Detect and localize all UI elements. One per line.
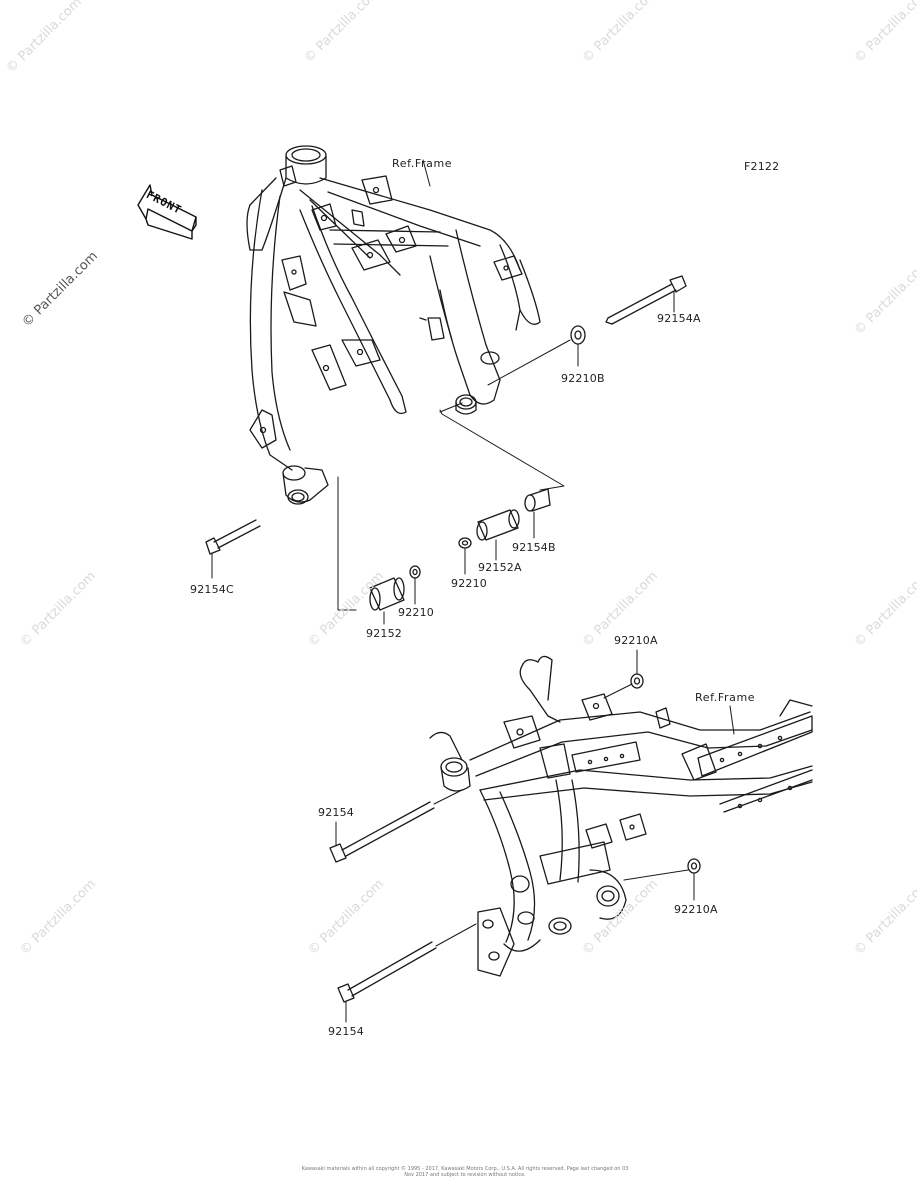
assembly-lines-bottom (335, 649, 735, 1023)
bolt-92154B (524, 488, 551, 512)
ref-frame-label-bottom: Ref.Frame (695, 691, 756, 704)
lower-frame-drawing (429, 655, 813, 977)
part-label-92210-left[interactable]: 92210 (398, 606, 434, 619)
part-label-92154B[interactable]: 92154B (512, 541, 556, 554)
part-label-92210B[interactable]: 92210B (561, 372, 605, 385)
bolt-92154A (605, 275, 687, 325)
part-label-92210A-top[interactable]: 92210A (614, 634, 658, 647)
upper-frame-drawing (246, 145, 541, 505)
figure-code: F2122 (744, 160, 780, 173)
part-label-92152[interactable]: 92152 (366, 627, 402, 640)
front-arrow-icon (137, 184, 197, 240)
nut-92210-left (409, 565, 421, 579)
assembly-lines-top (211, 159, 675, 625)
nut-92210B (570, 325, 586, 345)
part-label-92154C[interactable]: 92154C (190, 583, 234, 596)
part-label-92154-lower[interactable]: 92154 (328, 1025, 364, 1038)
bolt-92154-upper (329, 801, 435, 863)
ref-frame-label-top: Ref.Frame (392, 157, 453, 170)
bolt-92154-lower (337, 941, 437, 1003)
part-label-92154A[interactable]: 92154A (657, 312, 701, 325)
nut-92210A-bottom (687, 858, 701, 874)
bolt-92154C (205, 519, 261, 555)
copyright-notice: Kawasaki materials within all copyright … (301, 1166, 629, 1178)
part-label-92152A[interactable]: 92152A (478, 561, 522, 574)
nut-92210A-top (630, 673, 644, 689)
collar-92152A (476, 509, 520, 541)
part-label-92210A-bottom[interactable]: 92210A (674, 903, 718, 916)
collar-92152 (369, 577, 405, 611)
nut-92210-right (458, 537, 472, 549)
part-label-92154-upper[interactable]: 92154 (318, 806, 354, 819)
part-label-92210-right[interactable]: 92210 (451, 577, 487, 590)
